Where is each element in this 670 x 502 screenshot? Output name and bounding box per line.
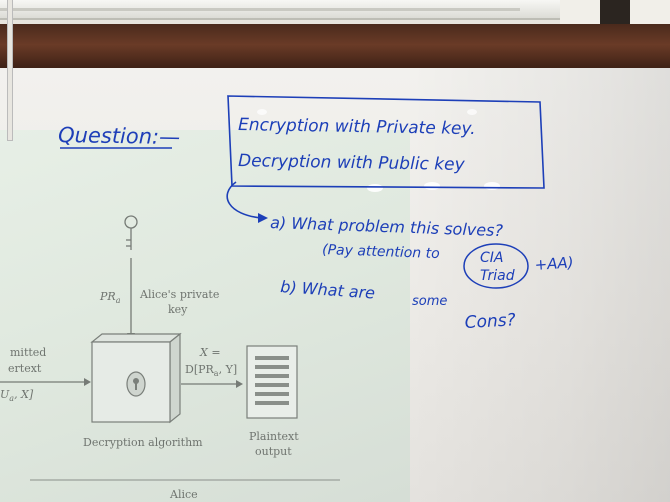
pointer-arrow (226, 181, 263, 219)
boxed-question-outline (227, 95, 545, 189)
key-caption-2: key (168, 303, 188, 316)
item-a-note-pre: (Pay attention to (322, 242, 440, 262)
boxed-line-2: Decryption with Public key (238, 151, 466, 175)
input-arrowhead (84, 378, 91, 386)
key-icon (124, 215, 138, 250)
housing-stripe (0, 8, 520, 11)
cia-circle (463, 243, 529, 289)
output-eq-2: D[PRa, Y] (185, 363, 237, 378)
item-b-2: some (412, 294, 447, 309)
output-label-1: Plaintext (249, 430, 299, 443)
output-arrowhead (236, 380, 243, 388)
question-heading: Question:— (58, 123, 180, 149)
item-a: a) What problem this solves? (270, 213, 504, 240)
projected-slide (0, 130, 410, 502)
board-frame (0, 24, 670, 70)
item-b-1: b) What are (280, 277, 376, 303)
bottom-partial: Alice (169, 488, 198, 501)
projector-housing (0, 0, 560, 20)
output-eq-1: X = (199, 346, 221, 359)
output-label-2: output (255, 445, 292, 458)
key-caption-1: Alice's private (139, 288, 219, 301)
lock-icon (126, 371, 146, 397)
input-partial-3: Ua, X] (0, 388, 34, 403)
circled-triad: Triad (480, 268, 515, 284)
document-icon (246, 345, 298, 419)
circled-cia: CIA (480, 250, 503, 266)
input-partial-1: mitted (10, 346, 46, 359)
pointer-arrowhead (258, 213, 268, 223)
decryption-box (90, 332, 182, 424)
item-a-note-post: +AA) (534, 253, 574, 274)
key-variable: PRa (99, 290, 121, 305)
box-label: Decryption algorithm (83, 436, 203, 449)
item-b-3: Cons? (464, 310, 516, 333)
hanging-cable (8, 0, 12, 140)
boxed-line-1: Encryption with Private key. (238, 115, 476, 139)
input-partial-2: ertext (8, 362, 42, 375)
board-shadow (410, 68, 670, 502)
